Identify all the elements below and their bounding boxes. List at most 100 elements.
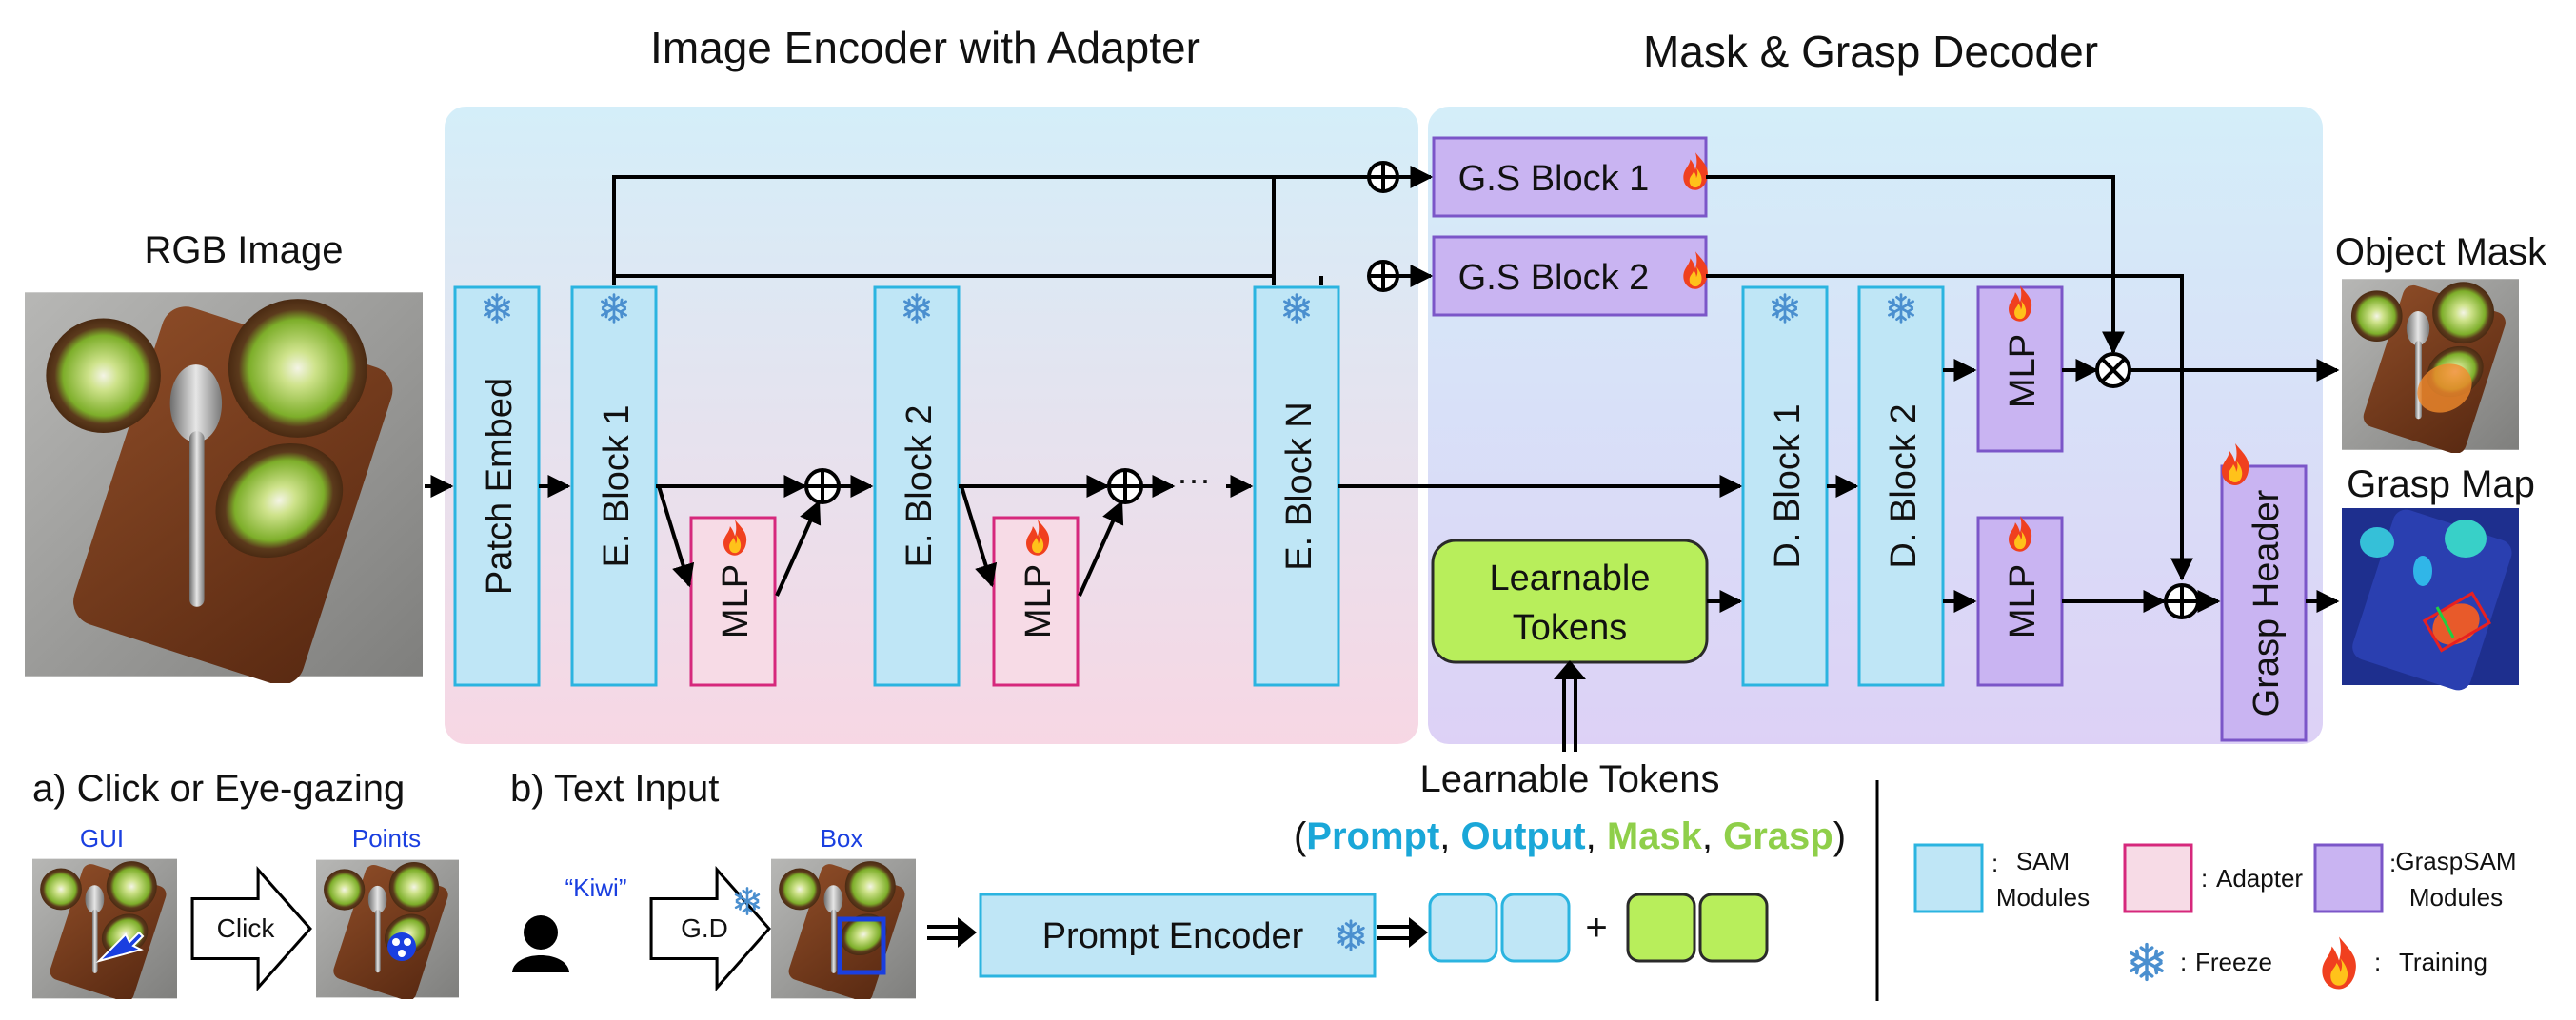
prompt-encoder-block: Prompt Encoder [979,892,1377,978]
prompt-token [1428,892,1498,963]
token-types: (Prompt, Output, Mask, Grasp) [1294,815,1846,857]
e-block-n-label: E. Block N [1279,402,1319,570]
gd-arrow: G.D [649,868,771,990]
box-image [771,858,916,999]
grasp-token [1698,892,1769,963]
points-image [316,859,459,999]
patch-embed-label: Patch Embed [480,378,520,595]
legend-sam-line2: Modules [1996,883,2090,912]
kiwi-quote: “Kiwi” [565,873,627,902]
decoder-title: Mask & Grasp Decoder [1643,27,2098,76]
e-block-1: E. Block 1 [570,285,658,687]
mlp-2-label: MLP [1019,564,1059,638]
legend-training-label: Training [2399,948,2487,976]
legend-graspsam-line2: Modules [2409,883,2503,912]
gui-image [32,858,177,999]
mlp-1-label: MLP [716,564,756,638]
gs-block-2: G.S Block 2 [1432,235,1708,317]
grasp-map-image [2342,508,2519,691]
add-node-enc-2 [1107,468,1143,504]
e-block-1-label: E. Block 1 [597,404,637,567]
add-node-2 [1367,260,1399,292]
person-icon [512,915,569,972]
mlp-mask: MLP [1976,285,2064,453]
encoder-title: Image Encoder with Adapter [650,23,1200,72]
d-block-1-label: D. Block 1 [1768,403,1808,568]
gs2-to-add [1706,274,2193,581]
arrow-mlp-to-add [775,500,822,597]
bounding-box [837,916,886,975]
click-label: Click [217,913,276,943]
token-prompt: Prompt [1306,815,1439,857]
click-section-title: a) Click or Eye-gazing [32,768,405,810]
points-label: Points [352,824,421,853]
svg-text::: : [2389,849,2396,877]
add-node-out [2164,583,2200,619]
e-block-2-label: E. Block 2 [900,404,940,567]
legend-adapter-label: Adapter [2216,864,2303,892]
object-mask-image [2342,279,2519,453]
skip-line-2 [612,274,1274,285]
legend-sam-swatch [1913,843,1984,913]
mlp-adapter-2: MLP [992,516,1080,687]
grasp-header-block: Grasp Header [2220,443,2308,742]
svg-text::: : [2201,864,2208,892]
flame-icon [2322,936,2356,990]
token-grasp: Grasp [1723,815,1833,857]
rgb-image [25,292,423,683]
mlp-grasp: MLP [1976,516,2064,687]
output-token [1500,892,1571,963]
gs-block-1-label: G.S Block 1 [1458,159,1650,199]
svg-text::: : [1991,849,1998,877]
mask-token [1626,892,1696,963]
token-output: Output [1461,815,1586,857]
legend-graspsam-swatch [2313,843,2384,913]
box-to-encoder-head [958,917,977,948]
click-arrow: Click [190,868,312,990]
legend-graspsam-line1: GraspSAM [2395,847,2516,875]
arrow-mlp2-to-add [1078,500,1124,597]
grasp-header-label: Grasp Header [2247,489,2287,716]
snowflake-icon [2130,942,2164,982]
token-mask: Mask [1607,815,1703,857]
learnable-tokens-block: Learnable Tokens [1431,539,1709,664]
grasp-jaw-left [2435,606,2455,638]
prompt-encoder-label: Prompt Encoder [1042,916,1304,956]
learnable-tokens-caption: Learnable Tokens [1419,758,1719,800]
gs-block-1: G.S Block 1 [1432,136,1708,218]
e-block-n: E. Block N [1253,285,1340,687]
svg-text::: : [2374,948,2381,976]
text-section-title: b) Text Input [510,768,719,810]
gs1-to-mult [1706,175,2125,355]
encoder-to-tokens-head [1409,917,1428,948]
learnable-tokens-line2: Tokens [1513,608,1627,648]
mlp-mask-label: MLP [2003,334,2043,408]
mlp-adapter-1: MLP [689,516,777,687]
double-arrow-head [1554,660,1586,679]
object-mask-label: Object Mask [2335,231,2547,273]
gd-label: G.D [681,913,728,943]
learnable-tokens-line1: Learnable [1489,559,1650,598]
grasp-map-label: Grasp Map [2347,463,2535,505]
svg-text::: : [2180,948,2187,976]
add-node-1 [1367,161,1399,193]
box-label: Box [821,824,863,853]
rgb-image-label: RGB Image [145,229,344,271]
legend-freeze-label: Freeze [2195,948,2272,976]
gui-label: GUI [80,824,124,853]
e-block-2: E. Block 2 [873,285,961,687]
gs-block-2-label: G.S Block 2 [1458,258,1650,298]
legend: : SAM Modules : Adapter : GraspSAM Modul… [1913,843,2517,990]
plus-sign: + [1585,907,1607,949]
arrow-e1-to-mlp [657,485,695,588]
ellipsis: ··· [1177,460,1211,499]
d-block-2-label: D. Block 2 [1884,403,1924,568]
cursor-icon [95,931,145,963]
patch-embed-block: Patch Embed [453,285,541,687]
add-node-enc-1 [804,468,841,504]
mlp-grasp-label: MLP [2003,564,2043,638]
legend-sam-line1: SAM [2016,847,2070,875]
d-block-1: D. Block 1 [1741,285,1829,687]
